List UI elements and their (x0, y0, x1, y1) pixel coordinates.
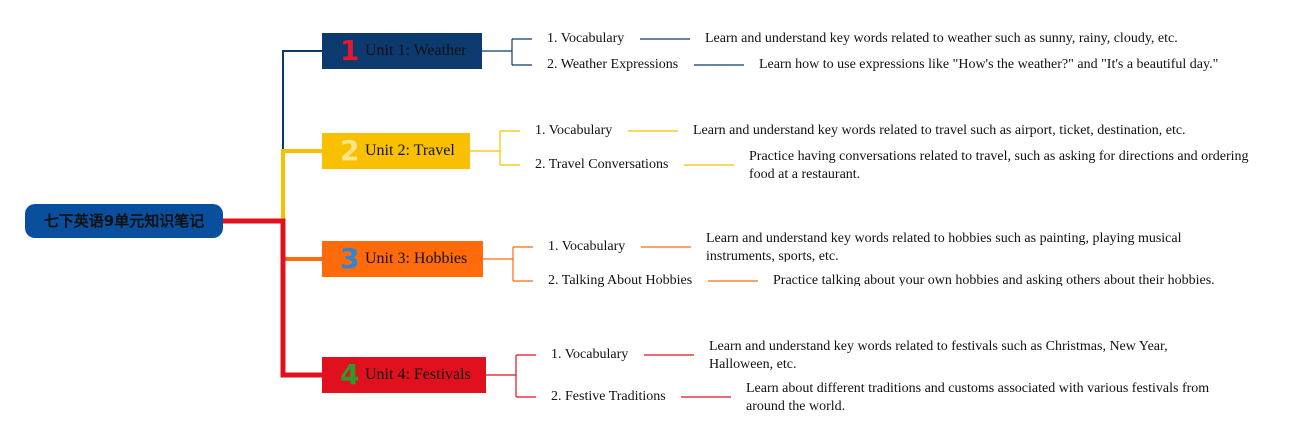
unit-node-2[interactable]: 2 Unit 2: Travel (322, 133, 470, 169)
branch-unit-4 (223, 218, 322, 378)
sub-topic-description: Learn and understand key words related t… (709, 339, 1168, 372)
sub-topic-label[interactable]: 2. Festive Traditions (551, 389, 666, 404)
root-node[interactable]: 七下英语9单元知识笔记 (25, 204, 223, 238)
branch-unit-1 (282, 50, 322, 221)
sub-topic-description: Learn how to use expressions like "How's… (759, 57, 1219, 72)
unit-title: Unit 4: Festivals (365, 366, 471, 383)
sub-topic-description: Learn about different traditions and cus… (746, 381, 1210, 414)
unit-number: 4 (340, 358, 360, 391)
sub-topic-description: Practice having conversations related to… (749, 149, 1249, 182)
unit-node-1[interactable]: 1 Unit 1: Weather (322, 33, 482, 69)
unit-number: 1 (340, 34, 360, 67)
unit-node-4[interactable]: 4 Unit 4: Festivals (322, 357, 486, 393)
unit-number: 2 (340, 134, 360, 167)
branch-unit-3 (223, 219, 322, 261)
sub-topic-description: Practice talking about your own hobbies … (773, 273, 1215, 286)
sub-topic-description: Learn and understand key words related t… (705, 31, 1178, 46)
sub-topic-label[interactable]: 1. Vocabulary (535, 123, 613, 138)
unit-title: Unit 3: Hobbies (365, 250, 468, 267)
unit-number: 3 (340, 242, 360, 275)
sub-topic-description: Learn and understand key words related t… (693, 123, 1186, 138)
sub-topic-label[interactable]: 1. Vocabulary (548, 239, 626, 254)
sub-topic-label[interactable]: 1. Vocabulary (547, 31, 625, 46)
sub-topic-label[interactable]: 1. Vocabulary (551, 347, 629, 362)
sub-topic-label[interactable]: 2. Weather Expressions (547, 57, 679, 72)
sub-topic-label[interactable]: 2. Travel Conversations (535, 157, 669, 172)
branch-unit-2 (281, 149, 322, 221)
unit-title: Unit 2: Travel (365, 142, 455, 159)
sub-topic-label[interactable]: 2. Talking About Hobbies (548, 273, 693, 288)
sub-topic-description: Learn and understand key words related t… (706, 231, 1182, 262)
unit-title: Unit 1: Weather (365, 42, 467, 59)
unit-node-3[interactable]: 3 Unit 3: Hobbies (322, 241, 483, 277)
